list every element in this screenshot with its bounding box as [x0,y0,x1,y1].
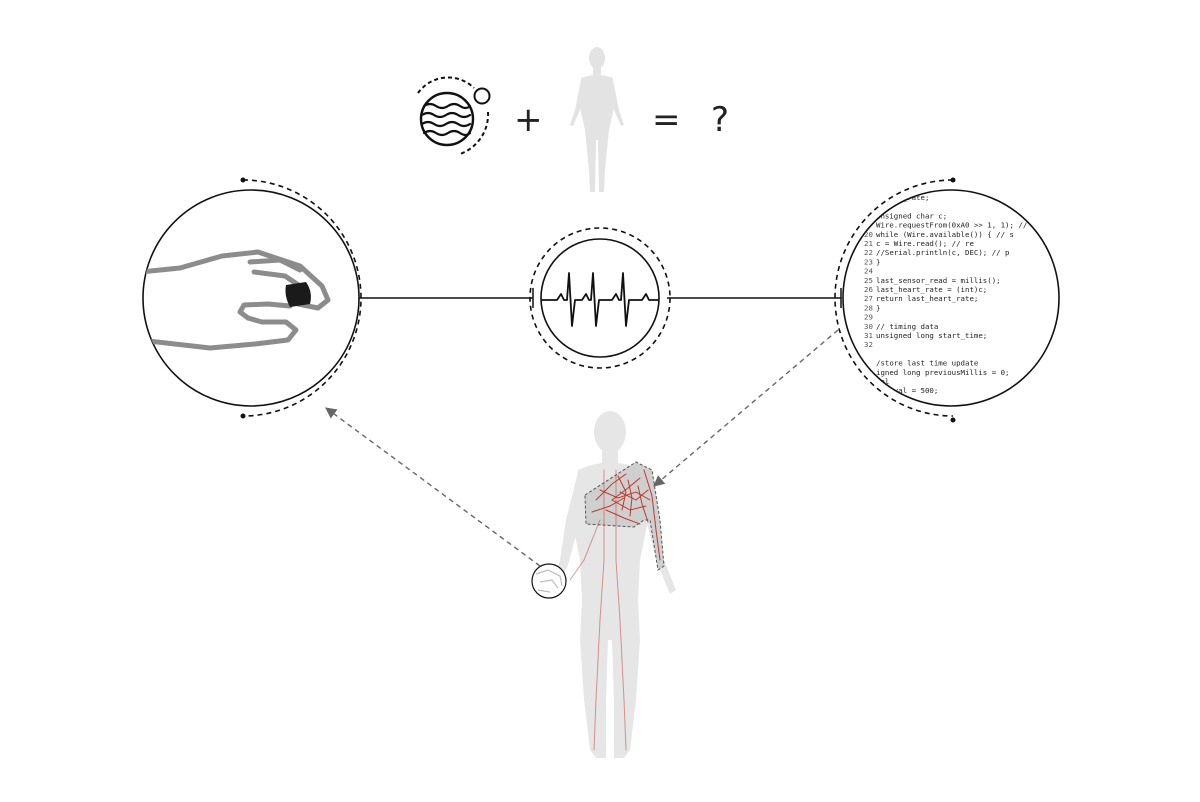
code-line-number: 20 [864,230,873,239]
code-line-number: 26 [864,285,873,294]
code-line-number: 24 [864,267,873,276]
connector-lines [359,288,842,308]
code-line-text: //Serial.println(c, DEC); // p [876,248,1010,257]
blood-vessels [569,469,661,751]
code-line-text: unsigned long start_time; [876,331,987,340]
arrow-to-hand [325,407,541,567]
code-line-text: return last_heart_rate; [876,294,978,303]
code-line-text: last_heart_rate = (int)c; [876,285,987,294]
code-line-number: 28 [864,303,873,312]
hand-sensor-circle [142,177,362,419]
code-line-number: 27 [864,294,873,303]
plus-sign: + [514,100,543,140]
code-line-text: /store last time update [876,359,979,368]
code-line-text: unsigned char c; [876,211,947,220]
code-line-text: Wire.requestFrom(0xA0 >> 1, 1); // s [876,221,1036,230]
code-line-text: c = Wire.read(); // re [876,239,974,248]
code-line-number: 29 [864,313,873,322]
code-line-number: 31 [864,331,873,340]
heartbeat-circle [529,227,671,369]
code-line-number: 23 [864,257,873,266]
code-line-number: 32 [864,340,873,349]
arrow-to-body [653,329,839,487]
code-line-text: val [876,377,889,386]
equals-sign: = [652,100,681,140]
equation-row: + = ? [417,47,729,192]
code-line-text: } [876,257,880,266]
flow-arrows [325,329,839,567]
code-line-text: igned long previousMillis = 0; [876,368,1010,377]
human-body-with-vessels [531,411,676,758]
code-line-number: 25 [864,276,873,285]
code-line-text: last_sensor_read = millis(); [876,276,1001,285]
question-mark: ? [711,100,729,140]
human-body-silhouette [570,47,624,192]
code-line-number: 22 [864,248,873,257]
code-line-text: while (Wire.available()) { // s [876,230,1014,239]
ring-sensor [285,282,311,307]
code-line-text: } [876,303,880,312]
code-circle: _heart_rate;unsigned char c;Wire.request… [834,177,1060,423]
code-line-text: // timing data [876,322,938,331]
planet-icon [417,76,491,155]
hand-with-ring-icon [143,249,331,351]
heartbeat-waveform-icon [541,272,659,327]
body-silhouette [552,411,676,758]
code-line-number: 21 [864,239,873,248]
sleeve-region [584,461,665,571]
code-line-number: 30 [864,322,873,331]
code-line-text: nterval = 500; [876,386,938,395]
